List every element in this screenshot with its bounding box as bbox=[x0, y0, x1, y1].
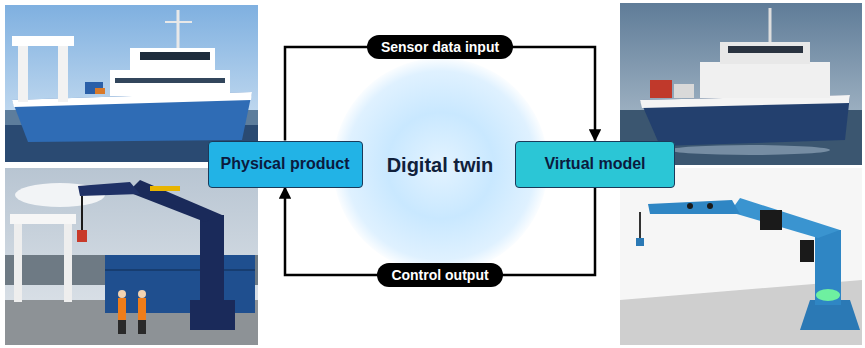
physical-product-box: Physical product bbox=[208, 141, 363, 188]
edge-label: Control output bbox=[391, 267, 488, 283]
node-text: Virtual model bbox=[544, 155, 645, 173]
virtual-crane-render bbox=[620, 168, 862, 345]
edge-label: Sensor data input bbox=[381, 39, 499, 55]
virtual-model-box: Virtual model bbox=[515, 141, 675, 188]
node-text: Digital twin bbox=[387, 154, 494, 177]
edge-label-pill: Control output bbox=[377, 263, 502, 287]
crane-photo bbox=[5, 168, 258, 345]
ship-photo bbox=[5, 5, 258, 162]
edge-label-pill: Sensor data input bbox=[367, 35, 513, 59]
node-text: Physical product bbox=[221, 155, 350, 173]
